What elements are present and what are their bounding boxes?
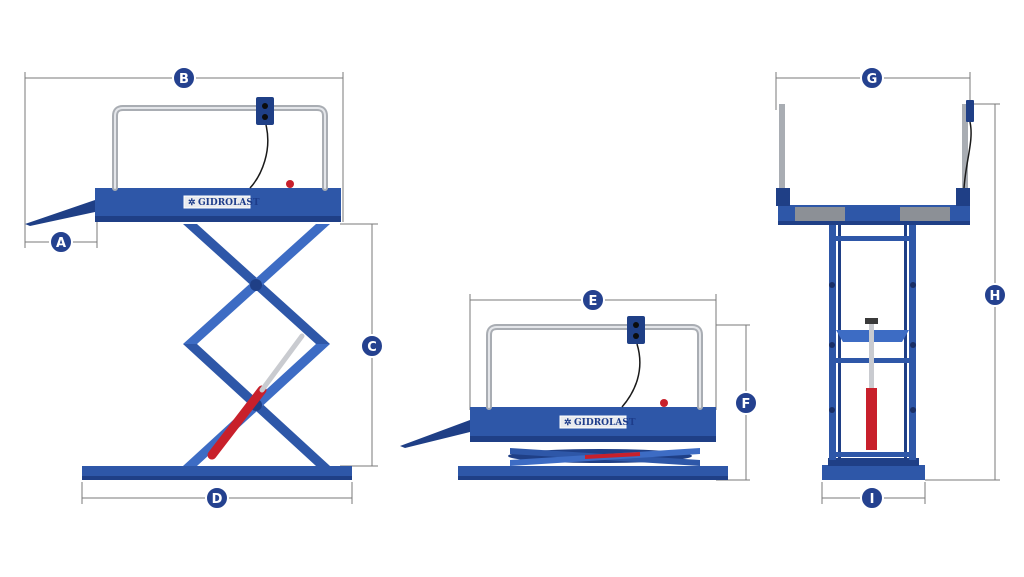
- svg-text:F: F: [742, 397, 751, 412]
- badge-b: B: [172, 66, 196, 90]
- loading-ramp: [25, 200, 95, 226]
- brand-logo: ✲ GIDROLAST: [183, 195, 260, 209]
- badge-h: H: [983, 283, 1007, 307]
- svg-text:B: B: [179, 72, 189, 87]
- end-right-post-bracket: [956, 188, 970, 206]
- end-hydraulic-cylinder: [865, 318, 878, 450]
- end-right-column-inner: [904, 225, 907, 460]
- lowered-brand-logo: ✲ GIDROLAST: [559, 415, 636, 429]
- lowered-platform-edge: [470, 436, 716, 442]
- badge-i: I: [860, 486, 884, 510]
- end-base-frame: [822, 465, 925, 480]
- end-platform-edge: [778, 221, 970, 225]
- svg-text:G: G: [867, 72, 878, 87]
- handrail: [112, 105, 328, 191]
- platform-edge: [95, 216, 341, 222]
- end-left-post: [779, 104, 785, 190]
- hydraulic-cylinder: [207, 333, 305, 460]
- badge-e: E: [581, 288, 605, 312]
- end-right-post: [962, 104, 968, 190]
- raised-side-view: ✲ GIDROLAST A B C D: [24, 66, 384, 510]
- end-control-pendant[interactable]: [966, 100, 974, 122]
- end-pivot-bolts: [829, 282, 916, 413]
- end-cross-member-top: [836, 236, 909, 241]
- lowered-base-shadow: [458, 476, 728, 480]
- end-pendant-cable: [963, 121, 972, 189]
- end-platform-panel-left: [795, 207, 845, 223]
- svg-text:C: C: [367, 340, 377, 355]
- lowered-loading-ramp: [400, 420, 470, 448]
- emergency-stop-button[interactable]: [286, 180, 294, 188]
- badge-c: C: [360, 334, 384, 358]
- folded-scissor: [508, 448, 700, 466]
- lowered-side-view: ✲ GIDROLAST E F: [400, 288, 758, 481]
- badge-d: D: [205, 486, 229, 510]
- handrail-highlight: [114, 107, 326, 189]
- base-frame-shadow: [82, 476, 352, 480]
- pendant-cable: [249, 124, 269, 189]
- svg-text:✲: ✲: [564, 418, 572, 428]
- end-platform-panel-right: [900, 207, 950, 223]
- lowered-emergency-stop-button[interactable]: [660, 399, 668, 407]
- badge-g: G: [860, 66, 884, 90]
- end-view: G H I: [775, 66, 1007, 510]
- end-base-plinth: [828, 458, 919, 466]
- svg-text:A: A: [56, 236, 66, 251]
- svg-text:D: D: [212, 492, 223, 507]
- end-left-post-bracket: [776, 188, 790, 206]
- scissor-arms: [183, 224, 330, 466]
- svg-text:I: I: [870, 492, 875, 507]
- svg-text:✲: ✲: [188, 198, 196, 208]
- lowered-pendant-cable: [621, 343, 641, 408]
- lowered-control-pendant[interactable]: [627, 316, 645, 344]
- badge-f: F: [734, 391, 758, 415]
- control-pendant[interactable]: [256, 97, 274, 125]
- svg-text:H: H: [990, 289, 1001, 304]
- lowered-handrail: [486, 324, 703, 410]
- svg-text:E: E: [589, 294, 598, 309]
- lowered-handrail-highlight: [488, 326, 701, 408]
- end-left-column-inner: [838, 225, 841, 460]
- badge-a: A: [49, 230, 73, 254]
- end-cross-member-low: [836, 452, 909, 457]
- svg-text:GIDROLAST: GIDROLAST: [574, 418, 636, 428]
- svg-text:GIDROLAST: GIDROLAST: [198, 198, 260, 208]
